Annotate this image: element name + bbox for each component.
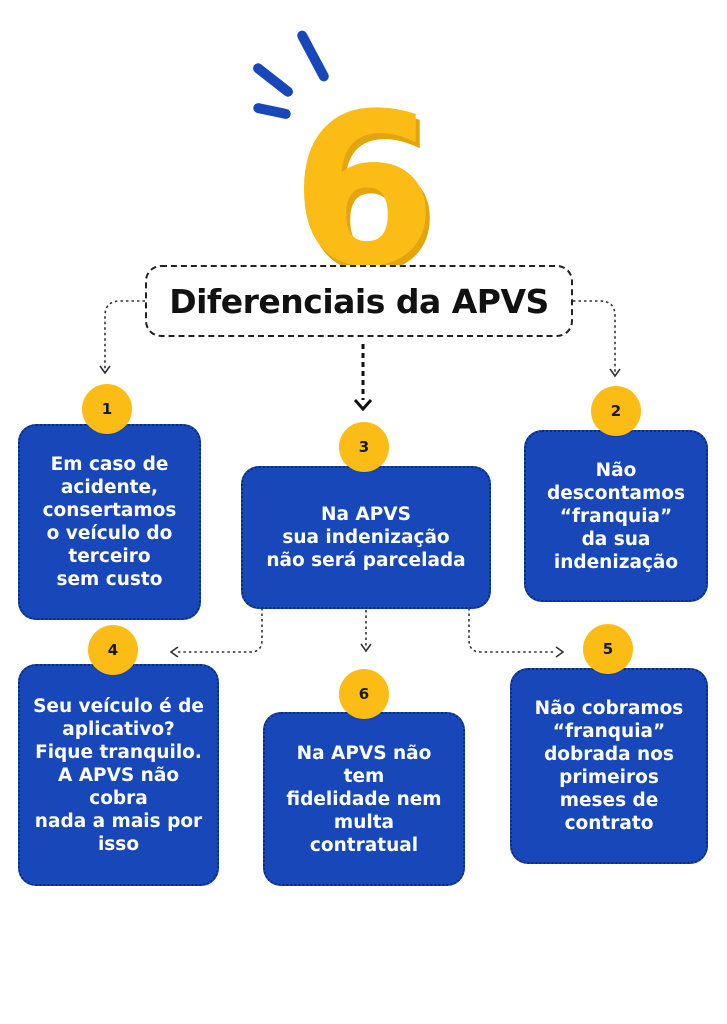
card-item-6: Na APVS não tem fidelidade nem multa con…	[263, 712, 465, 886]
connector-3-to-5	[468, 608, 556, 653]
arrowhead-6	[360, 643, 372, 653]
connector-title-to-1	[104, 300, 145, 372]
badge-item-5: 5	[583, 624, 633, 674]
hero-number: 6	[290, 68, 437, 313]
card-item-4: Seu veículo é de aplicativo? Fique tranq…	[18, 664, 219, 886]
card-item-1: Em caso de acidente, consertamos o veícu…	[18, 424, 201, 620]
arrowhead-2	[609, 368, 621, 378]
connector-title-to-2	[573, 300, 616, 375]
badge-item-1: 1	[82, 384, 132, 434]
arrowhead-1	[99, 365, 111, 375]
badge-item-3: 3	[339, 422, 389, 472]
arrowhead-5	[555, 646, 565, 658]
arrowhead-3	[353, 399, 373, 412]
card-item-2: Não descontamos “franquia” da sua indeni…	[524, 430, 708, 602]
badge-item-6: 6	[339, 669, 389, 719]
card-item-3: Na APVS sua indenização não será parcela…	[241, 466, 491, 609]
page-title: Diferenciais da APVS	[169, 281, 549, 321]
connector-3-to-4	[178, 608, 263, 653]
arrowhead-4	[169, 646, 179, 658]
badge-item-2: 2	[591, 386, 641, 436]
badge-item-4: 4	[88, 625, 138, 675]
title-box: Diferenciais da APVS	[145, 265, 573, 337]
card-item-5: Não cobramos “franquia” dobrada nos prim…	[510, 668, 708, 864]
